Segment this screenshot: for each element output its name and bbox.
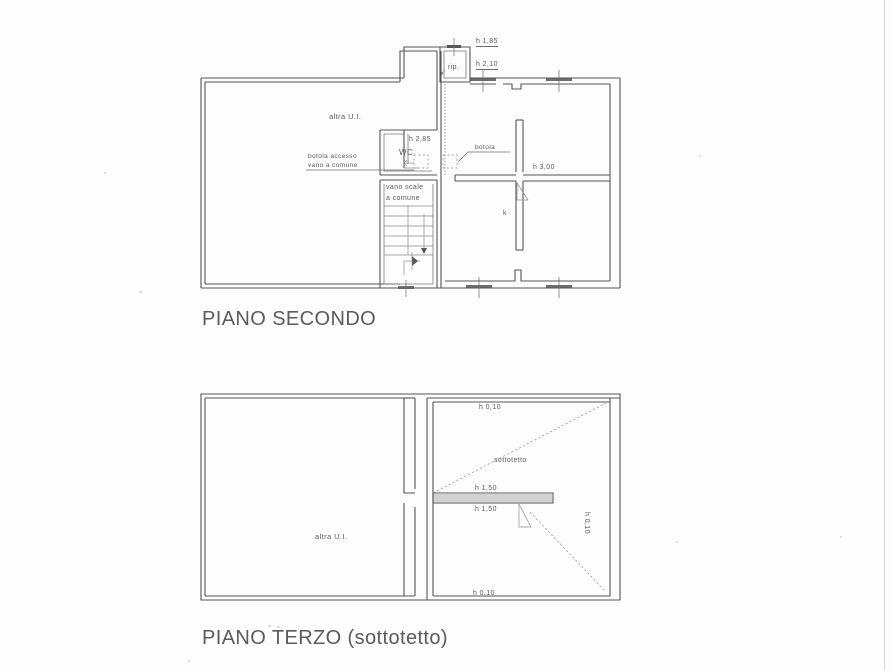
plan-label-vano-scale-line2: a comune	[386, 195, 420, 202]
second-floor-right-wall	[609, 78, 621, 288]
plan-label-h150-lower: h 1,50	[475, 506, 497, 513]
plan-label-h185: h 1,85	[476, 38, 498, 47]
plan-label-h010-bottom: h 0,10	[473, 590, 495, 597]
plan-label-vano-scale-line1: vano scale	[386, 184, 424, 191]
piano-terzo-drawing	[200, 393, 621, 601]
page-right-edge	[884, 0, 885, 670]
scan-speck	[676, 541, 678, 543]
second-floor-bottom-wall-right	[441, 269, 620, 298]
scan-speck	[139, 291, 142, 293]
piano-secondo-title: PIANO SECONDO	[202, 308, 377, 330]
botola-leader-lines	[306, 151, 510, 171]
stair-landing-marker	[403, 252, 420, 275]
plan-label-wc: WC	[399, 148, 414, 157]
plan-label-altra-ui-second: altra U.I.	[329, 112, 362, 121]
sottotetto-walls	[426, 397, 620, 601]
stairwell	[379, 179, 441, 297]
plan-label-h300: h 3,00	[533, 164, 555, 171]
plan-label-sottotetto: sottotetto	[494, 457, 527, 464]
plan-label-botola-accesso-line1: botola accesso	[308, 153, 357, 160]
piano-secondo-drawing	[200, 38, 621, 298]
wc-room	[379, 129, 437, 176]
scan-speck	[104, 172, 106, 174]
second-floor-outer-walls	[200, 77, 404, 289]
ripostiglio-room	[439, 38, 471, 83]
third-floor-outer-walls	[200, 393, 621, 601]
third-floor-party-wall	[403, 397, 416, 597]
plan-label-altra-ui-third: altra U.I.	[315, 532, 348, 541]
sottotetto-mid-wall	[432, 492, 554, 528]
stair-treads	[384, 205, 433, 256]
second-floor-top-wall-right	[470, 70, 620, 92]
roof-hip-lines	[432, 402, 607, 593]
plan-label-botola-accesso-line2: vano a comune	[308, 162, 358, 169]
plan-label-h150-upper: h 1,50	[475, 485, 497, 492]
plan-label-ripostiglio: rip.	[448, 64, 460, 71]
second-floor-party-wall	[436, 51, 446, 288]
scan-speck	[699, 155, 701, 157]
scan-speck	[188, 660, 190, 662]
plan-label-botola: botola	[475, 144, 496, 151]
plan-label-kitchen: k	[503, 210, 507, 217]
scan-speck	[840, 536, 842, 538]
plan-label-h210: h 2,10	[476, 61, 498, 70]
plan-label-h010-right: h 0,10	[583, 512, 590, 534]
second-floor-upper-projection	[399, 46, 440, 82]
plan-label-h285: h 2,85	[409, 136, 431, 143]
scan-speck	[277, 626, 280, 628]
second-floor-interior-partitions	[454, 119, 610, 251]
plan-label-h010-top: h 0,10	[479, 404, 501, 411]
botola-symbols	[403, 154, 458, 169]
piano-terzo-title: PIANO TERZO (sottotetto)	[202, 627, 448, 649]
scan-speck	[268, 625, 271, 627]
